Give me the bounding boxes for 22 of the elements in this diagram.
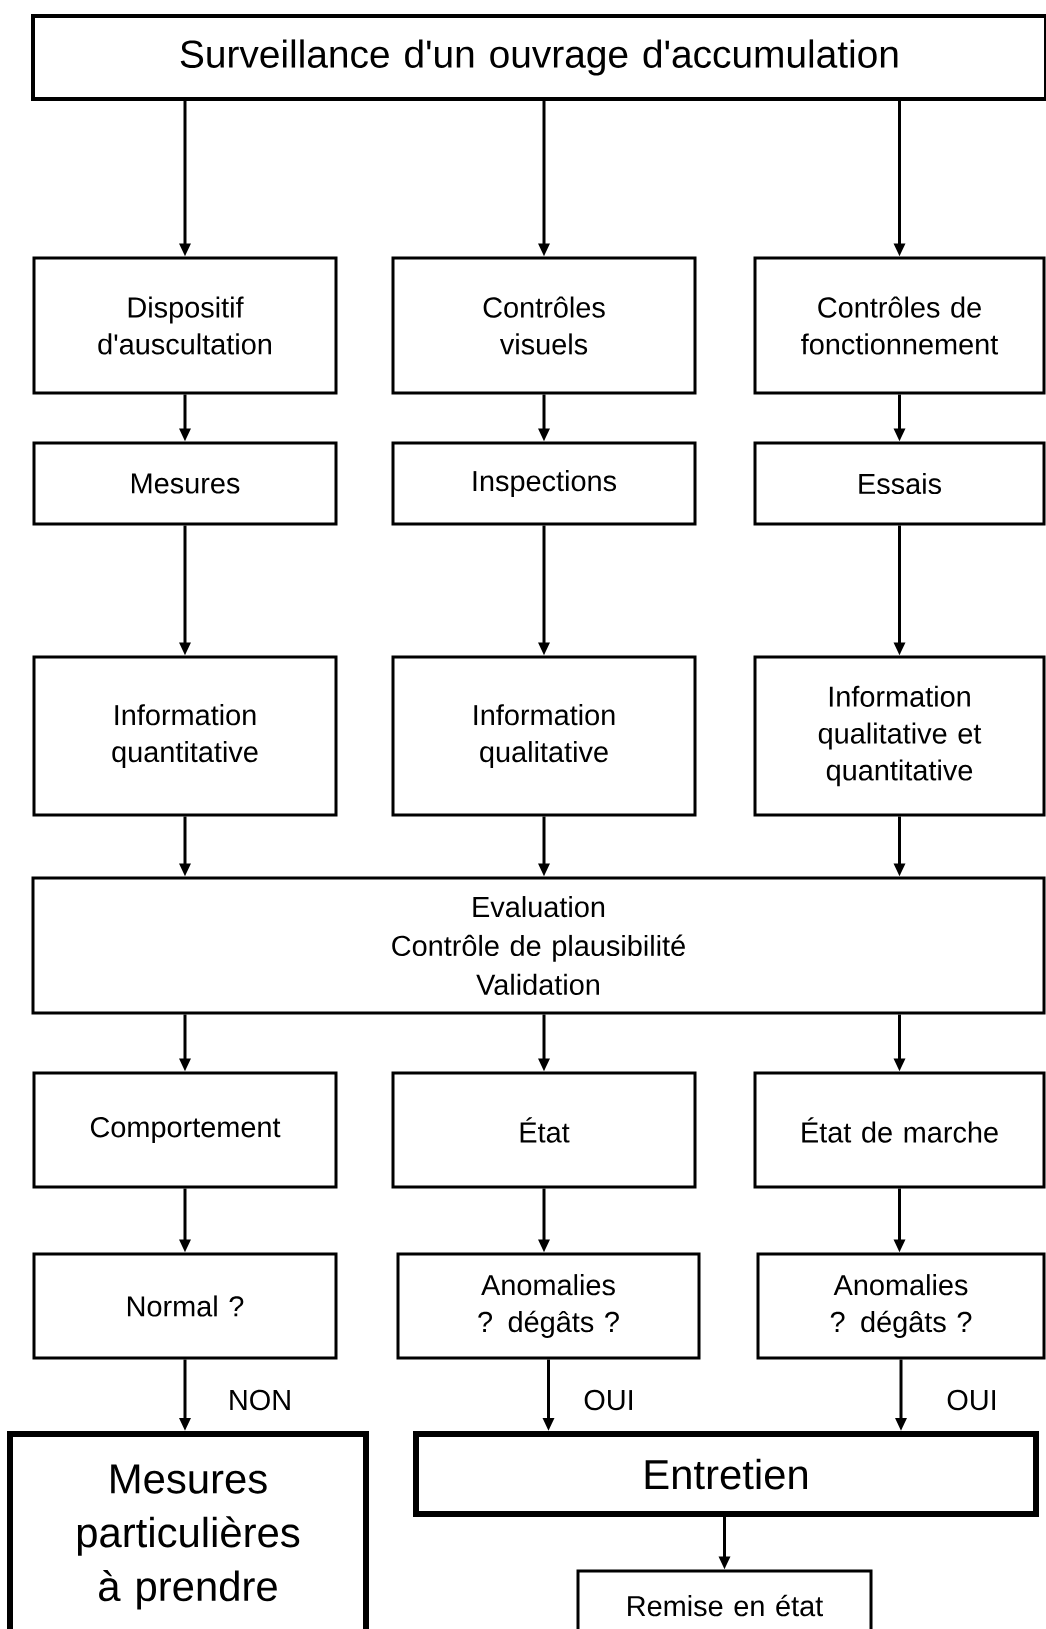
edge-label: OUI — [945, 1388, 999, 1412]
action-box: Entretien — [413, 1431, 1039, 1517]
process-box: Comportement — [32, 1071, 338, 1189]
process-box: Contrôles visuels — [391, 256, 697, 395]
process-box: Information qualitative et quantitative — [753, 655, 1046, 817]
title-box: Surveillance d'un ouvrage d'accumulation — [31, 14, 1046, 101]
decision-box: Anomalies ? dégâts ? — [396, 1252, 701, 1360]
evaluation-band: Evaluation Contrôle de plausibilité Validation — [31, 876, 1046, 1015]
action-box: Mesures particulières à prendre — [7, 1431, 369, 1629]
process-box: Contrôles de fonctionnement — [753, 256, 1046, 395]
process-box: Mesures — [32, 441, 338, 526]
process-box: État — [391, 1071, 697, 1189]
process-box: Inspections — [391, 441, 697, 526]
edge-label: OUI — [582, 1388, 636, 1412]
process-box: État de marche — [753, 1071, 1046, 1189]
process-box: Remise en état — [576, 1569, 873, 1629]
process-box: Dispositif d'auscultation — [32, 256, 338, 395]
process-box: Information quantitative — [32, 655, 338, 817]
decision-box: Anomalies ? dégâts ? — [756, 1252, 1046, 1360]
process-box: Essais — [753, 441, 1046, 526]
process-box: Information qualitative — [391, 655, 697, 817]
decision-box: Normal ? — [32, 1252, 338, 1360]
